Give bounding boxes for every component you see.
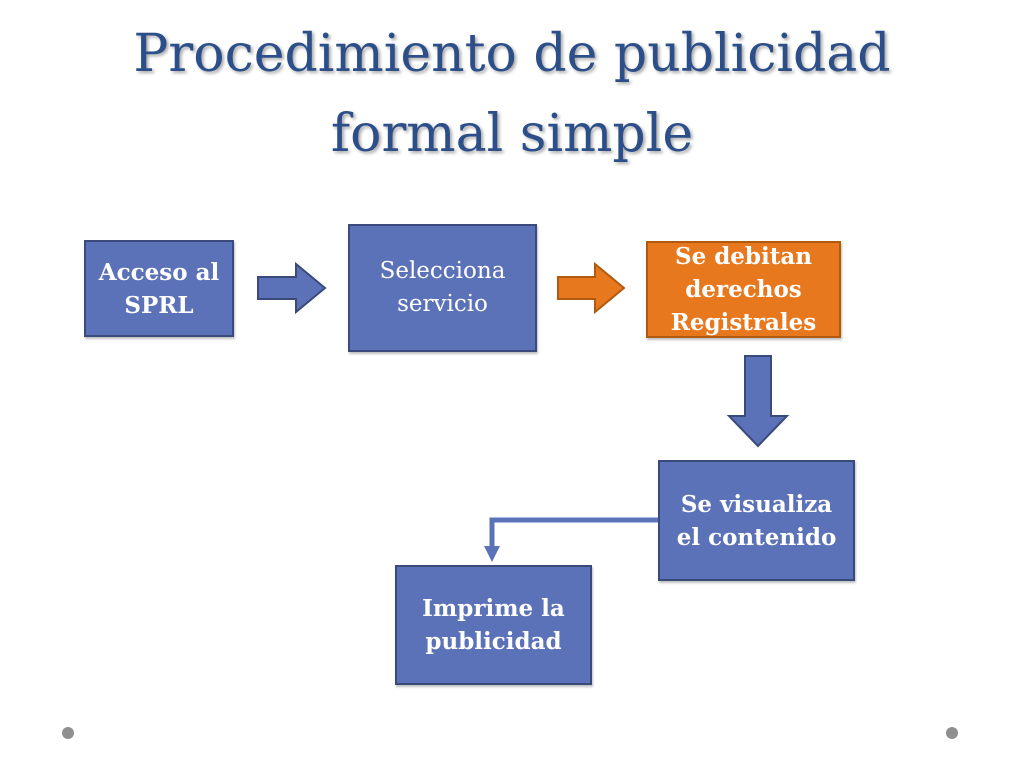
corner-dot-right [946,727,958,739]
step-label: Selecciona servicio [379,258,506,317]
title-line-2: formal simple [330,104,694,164]
step-visualiza-contenido: Se visualiza el contenido [658,460,855,581]
arrow-right-2 [557,261,626,315]
step-label: Acceso al SPRL [98,258,220,319]
corner-dot-left [62,727,74,739]
slide-title: Procedimiento de publicidad formal simpl… [40,14,984,174]
elbow-connector-head [484,546,500,562]
arrow-right-1 [257,261,327,315]
elbow-connector [489,517,658,548]
step-label: Se debitan derechos Registrales [670,243,817,336]
step-acceso-sprl: Acceso al SPRL [84,240,234,337]
step-selecciona-servicio: Selecciona servicio [348,224,537,352]
step-debitan-derechos: Se debitan derechos Registrales [646,241,841,338]
arrow-down [726,355,790,448]
title-line-1: Procedimiento de publicidad [133,24,891,84]
step-label: Se visualiza el contenido [676,490,837,551]
step-imprime-publicidad: Imprime la publicidad [395,565,592,685]
step-label: Imprime la publicidad [422,595,565,655]
